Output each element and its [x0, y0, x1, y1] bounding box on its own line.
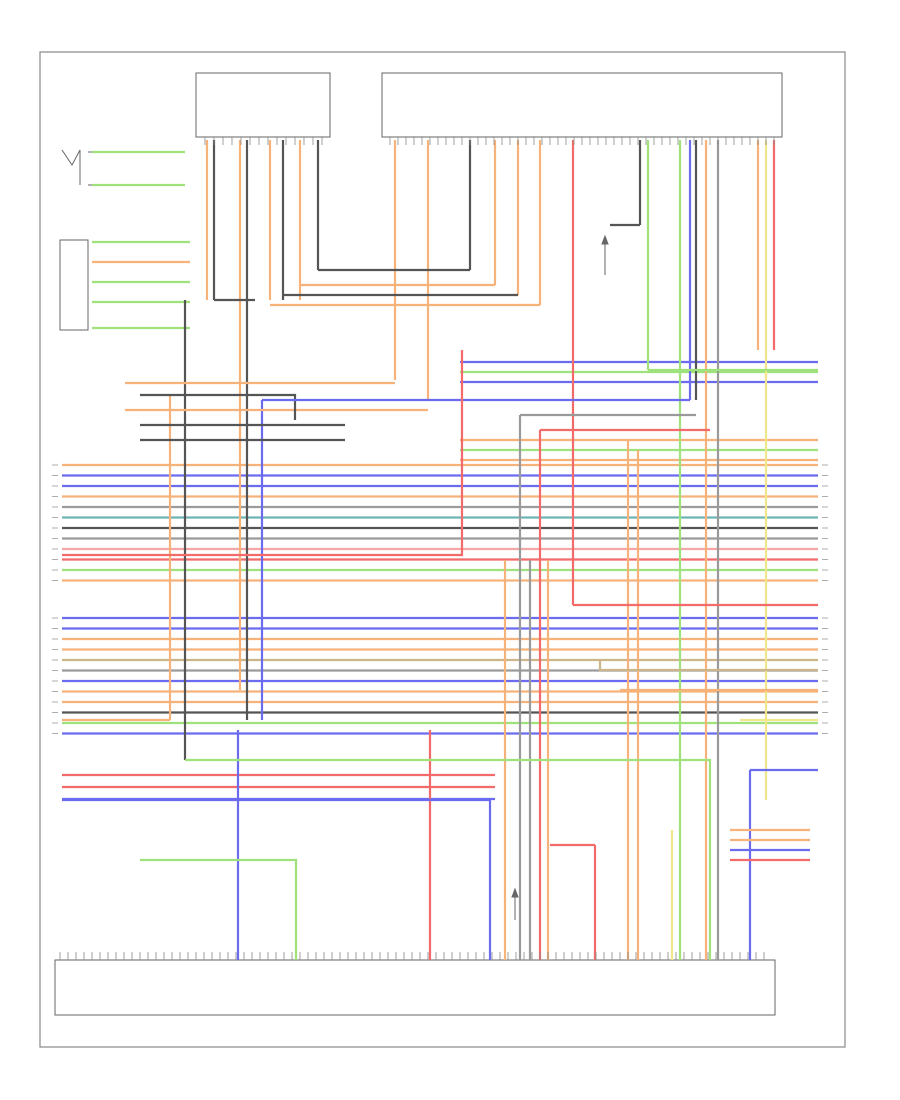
routed-wire [140, 858, 298, 870]
top-right-module-box [381, 72, 783, 138]
top-center-component-box [195, 72, 331, 138]
left-switch-box [59, 239, 89, 331]
routed-wire [598, 660, 818, 672]
connector-arrow-icon [511, 887, 519, 920]
ground-symbol-icon [61, 149, 95, 186]
connector-arrow-icon [601, 234, 609, 275]
routed-wire [62, 350, 464, 557]
diagram-border [39, 51, 846, 1048]
routed-wire [140, 393, 297, 420]
routed-wire-group [62, 223, 818, 960]
routed-wire [185, 758, 712, 960]
horizontal-wire-group [62, 150, 818, 801]
bottom-module-box [54, 959, 776, 1016]
connector-pin-group [52, 137, 828, 960]
